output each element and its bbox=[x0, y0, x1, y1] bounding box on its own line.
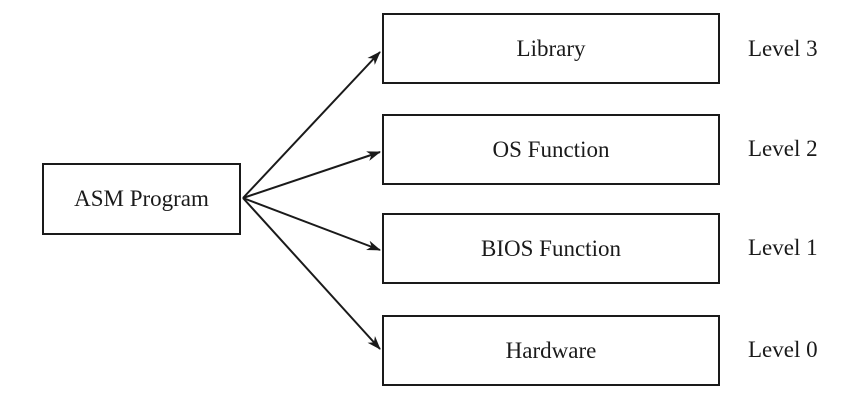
asm-program-box: ASM Program bbox=[42, 163, 241, 235]
bios-function-label: BIOS Function bbox=[481, 235, 621, 261]
os-function-box: OS Function bbox=[382, 114, 720, 185]
asm-program-label: ASM Program bbox=[74, 186, 209, 211]
os-function-label: OS Function bbox=[492, 136, 610, 162]
hardware-box: Hardware bbox=[382, 315, 720, 386]
arrow-to-bios-function bbox=[242, 197, 381, 251]
library-label: Library bbox=[516, 35, 586, 61]
bios-function-box: BIOS Function bbox=[382, 213, 720, 284]
arrow-to-library bbox=[242, 51, 381, 199]
library-box: Library bbox=[382, 13, 720, 84]
hardware-label: Hardware bbox=[505, 337, 597, 363]
arrow-to-hardware bbox=[242, 197, 381, 350]
level-1-label: Level 1 bbox=[748, 235, 818, 260]
level-0-label: Level 0 bbox=[748, 337, 818, 362]
level-2-label: Level 2 bbox=[748, 136, 818, 161]
arrow-to-os-function bbox=[242, 151, 381, 199]
level-3-label: Level 3 bbox=[748, 36, 818, 61]
